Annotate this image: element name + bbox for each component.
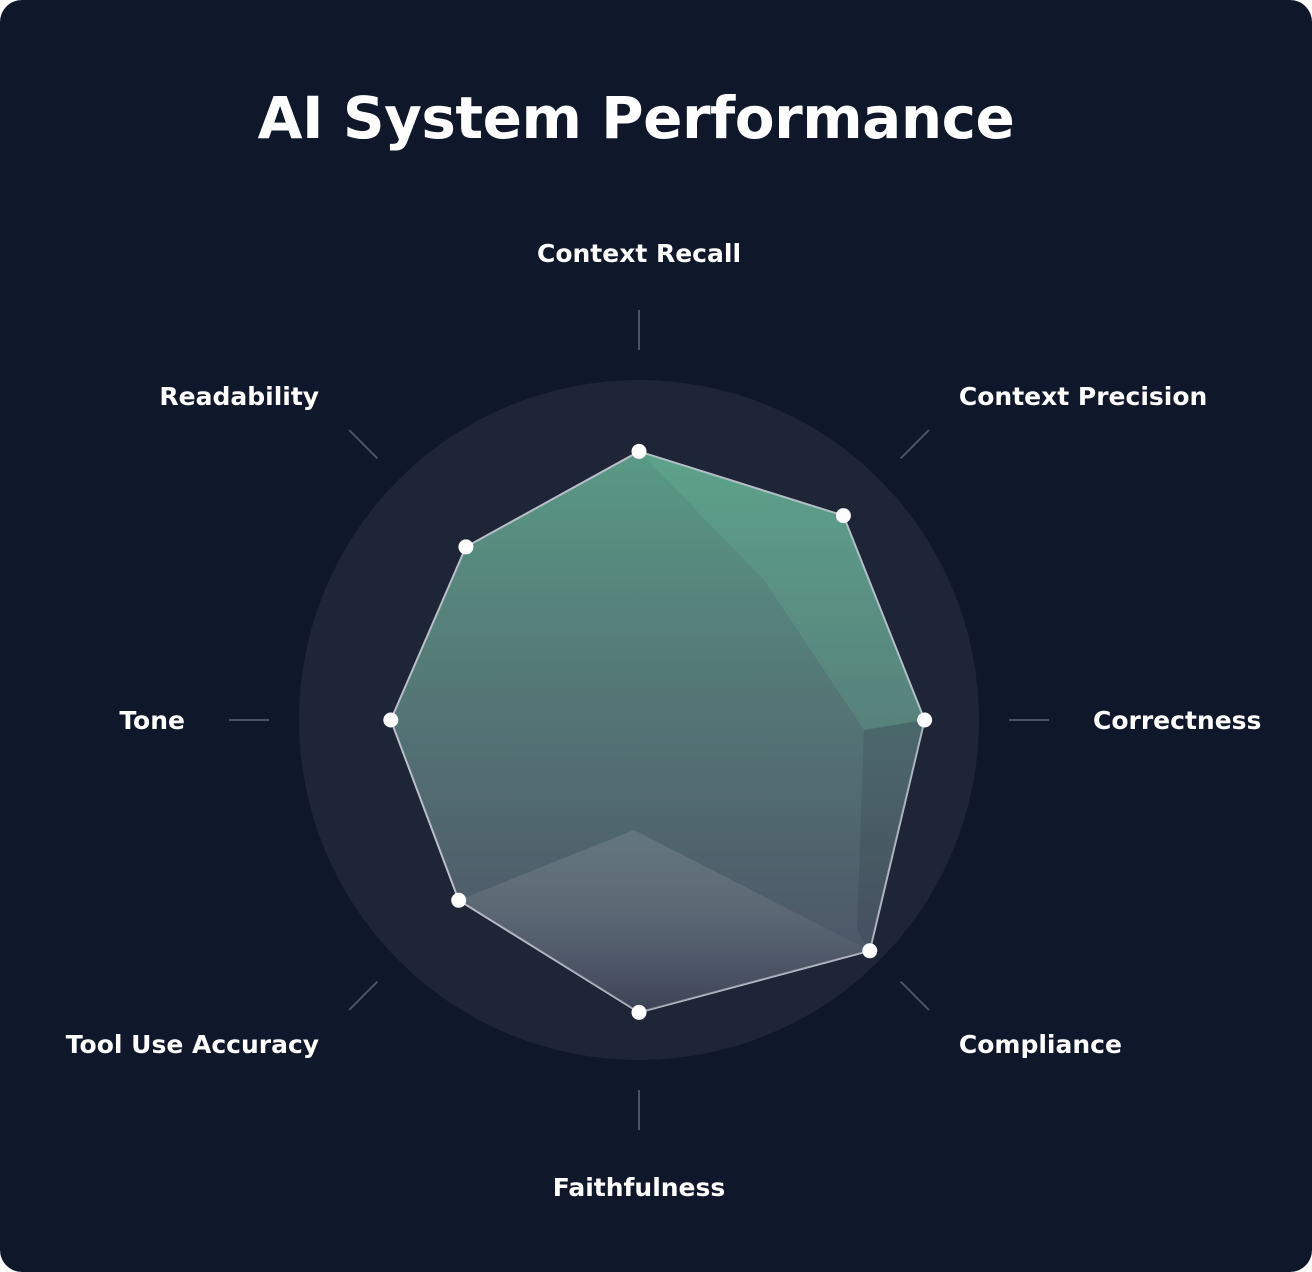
axis-label: Tone xyxy=(119,706,185,735)
facet-highlight xyxy=(639,451,925,730)
axis-tick xyxy=(899,980,930,1011)
axis-label: Tool Use Accuracy xyxy=(66,1030,319,1059)
data-point[interactable] xyxy=(631,443,647,459)
axis-label: Readability xyxy=(159,382,319,411)
data-point[interactable] xyxy=(631,1004,647,1020)
data-point[interactable] xyxy=(862,943,878,959)
facet-side xyxy=(857,720,925,951)
data-point[interactable] xyxy=(451,892,467,908)
axis-tick xyxy=(899,429,930,460)
chart-title: AI System Performance xyxy=(257,84,1015,152)
axis-label: Context Precision xyxy=(959,382,1207,411)
data-point[interactable] xyxy=(383,712,399,728)
data-point[interactable] xyxy=(917,712,933,728)
data-point[interactable] xyxy=(835,508,851,524)
facet-shadow xyxy=(458,830,870,1013)
axis-label: Context Recall xyxy=(537,239,741,268)
axis-label: Compliance xyxy=(959,1030,1122,1059)
axis-label: Faithfulness xyxy=(553,1173,726,1202)
axis-label: Correctness xyxy=(1093,706,1261,735)
axis-tick xyxy=(348,429,379,460)
axis-tick xyxy=(348,980,379,1011)
data-point[interactable] xyxy=(458,539,474,555)
